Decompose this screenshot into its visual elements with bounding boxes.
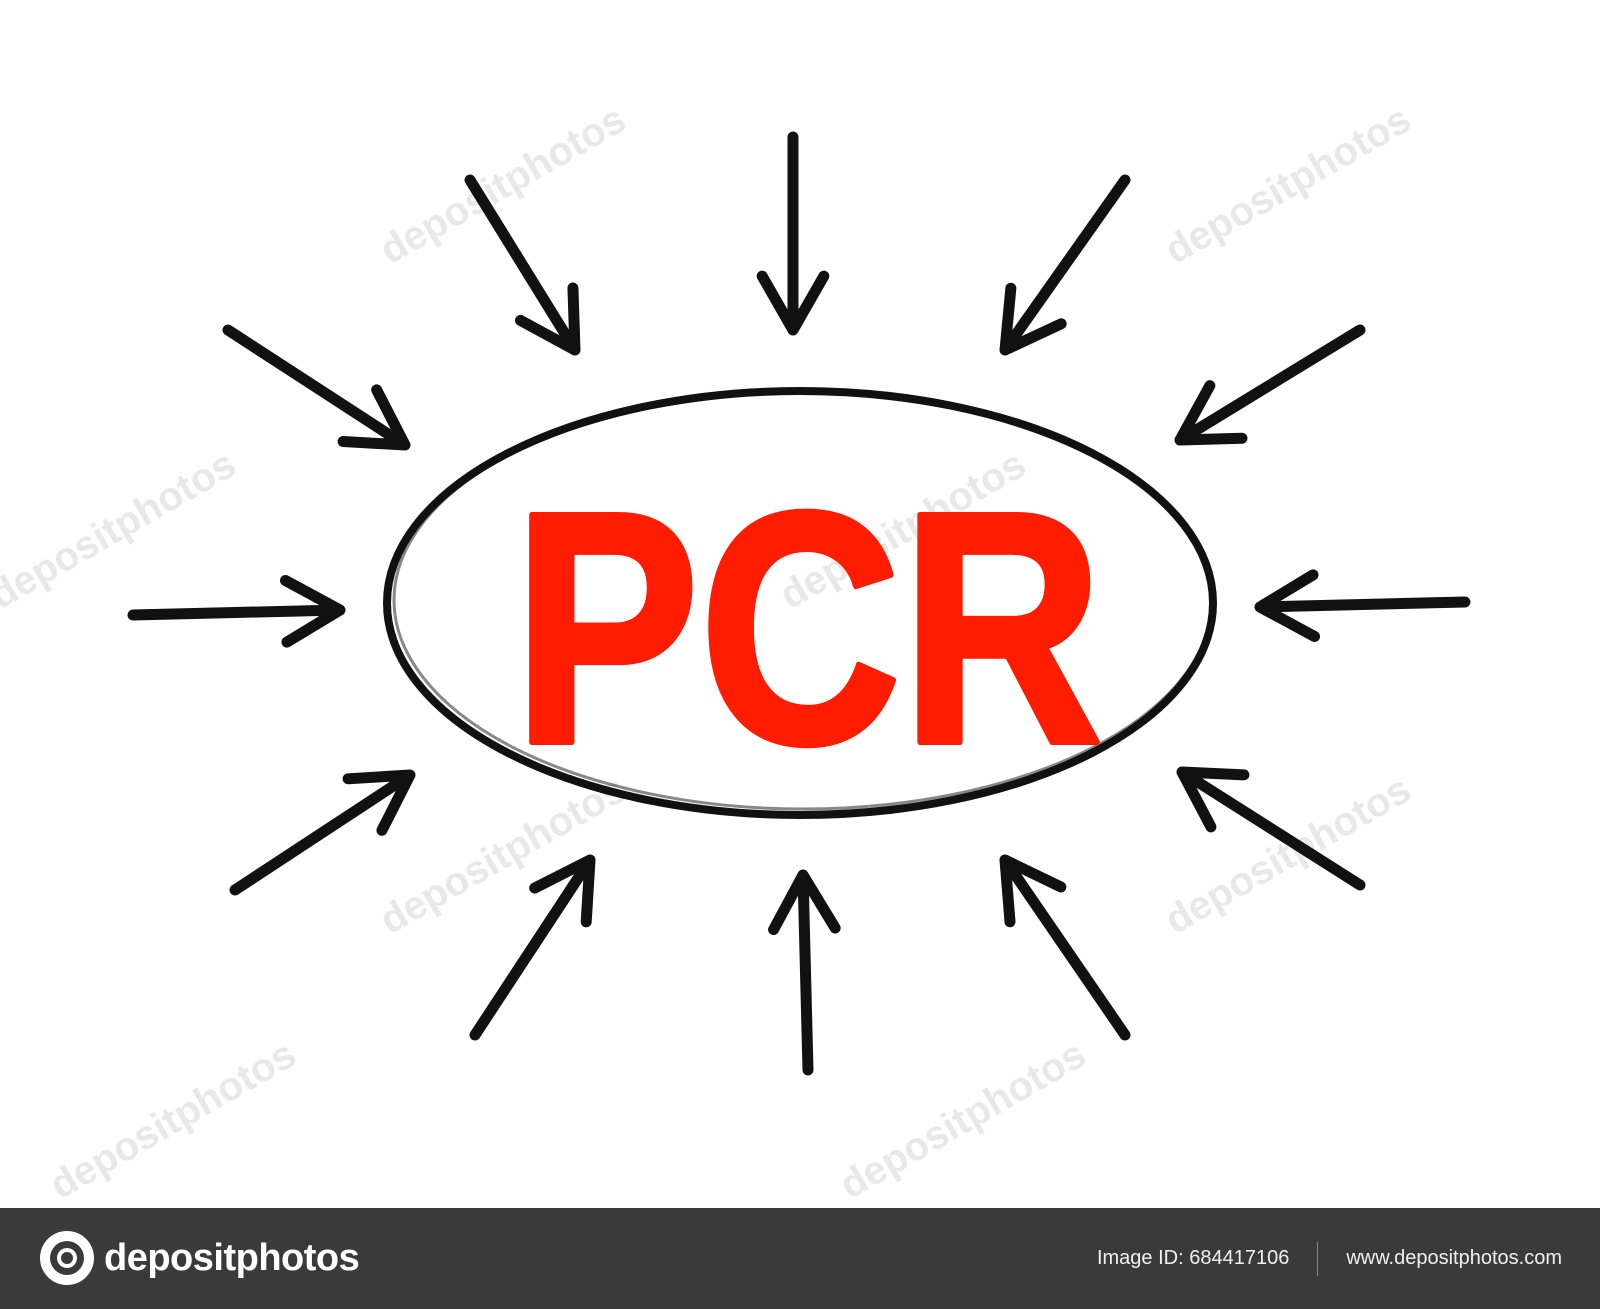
arrow-7 (1254, 569, 1471, 642)
acronym-text: PCR (513, 443, 1103, 812)
arrow-2 (464, 174, 581, 356)
brand-name: depositphotos (104, 1236, 360, 1279)
watermark-text: depositphotos (43, 1032, 304, 1208)
arrow-8 (229, 769, 416, 896)
footer-divider (1317, 1241, 1319, 1276)
watermark-text: depositphotos (0, 442, 243, 618)
site-url[interactable]: www.depositphotos.com (1346, 1247, 1562, 1269)
watermark-text: depositphotos (833, 1032, 1094, 1208)
camera-icon (40, 1231, 94, 1285)
arrow-group (127, 131, 1471, 1076)
arrow-10 (469, 854, 596, 1041)
watermark-text: depositphotos (373, 97, 634, 273)
arrow-9 (1176, 766, 1366, 891)
arrow-5 (1174, 324, 1366, 446)
footer-meta: Image ID: 684417106 www.depositphotos.co… (1097, 1208, 1562, 1309)
arrow-1 (756, 131, 830, 336)
pcr-illustration: depositphotos depositphotos depositphoto… (0, 97, 1471, 1208)
footer-bar: depositphotos Image ID: 684417106 www.de… (0, 1208, 1600, 1309)
brand-logo[interactable]: depositphotos (40, 1230, 360, 1286)
arrow-11 (999, 854, 1131, 1041)
arrow-4 (222, 324, 411, 451)
watermark-text: depositphotos (1158, 97, 1419, 273)
image-id: Image ID: 684417106 (1096, 1247, 1290, 1269)
arrow-3 (999, 174, 1131, 356)
arrow-6 (127, 575, 346, 648)
arrow-12 (768, 869, 841, 1076)
